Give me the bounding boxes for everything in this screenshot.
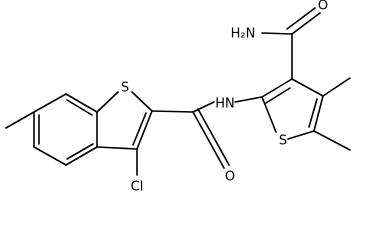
atom-label-sulfur-thiophene: S — [279, 134, 287, 149]
bond-c2-c3 — [136, 110, 153, 150]
atom-label-carboxamide-oxygen: O — [318, 0, 328, 14]
bond-amide-c-n — [261, 32, 293, 35]
bond-c2-carbonyl — [151, 110, 194, 113]
bond-carbonyl-nh — [192, 101, 215, 113]
atom-label-group: S S HN O O Cl H₂N — [121, 0, 328, 195]
bond-tp-c2-c3 — [261, 78, 293, 98]
bond-tp-c4-c5-inner — [308, 98, 318, 128]
atom-label-chlorine: Cl — [131, 180, 144, 195]
bond-c2-c3-inner — [132, 112, 147, 146]
bond-amide-c-o — [291, 12, 321, 35]
bond-tp-c5-s — [287, 130, 315, 140]
bond-methyl-left — [5, 111, 35, 129]
bond-amide-c-o-inner — [286, 7, 316, 30]
bond-methyl-c4 — [322, 77, 351, 97]
bond-carbonyl-o — [192, 111, 225, 169]
bond-tp-c2-c3-inner — [265, 87, 291, 104]
bond-carbonyl-o-inner — [197, 108, 230, 166]
bond-group — [5, 7, 351, 176]
bond-tp-s-c2 — [261, 96, 277, 133]
bond-methyl-c5 — [313, 130, 351, 151]
atom-label-amide-nh: HN — [215, 97, 235, 112]
bond-nh-c2prime — [234, 96, 263, 103]
bond-benzene-f — [33, 93, 67, 113]
bond-benzene-e — [65, 93, 98, 113]
bond-benzene-c-inner — [66, 143, 94, 160]
molecule-structure-diagram: S S HN O O Cl H₂N — [5, 0, 351, 195]
bond-benzene-c — [65, 146, 98, 166]
bond-benzene-b — [33, 146, 67, 166]
atom-label-amine-nh2: H₂N — [231, 27, 256, 42]
bond-benzene-e-inner — [66, 99, 93, 116]
bond-c7a-s — [96, 91, 119, 113]
bond-tp-c4-c5 — [313, 95, 324, 132]
bond-tp-c3-c4 — [291, 78, 324, 97]
bond-s-c2 — [131, 91, 153, 112]
bond-c3-c3a — [96, 146, 138, 150]
atom-label-sulfur-benzothiophene: S — [121, 81, 129, 96]
atom-label-carbonyl-oxygen: O — [225, 170, 235, 185]
